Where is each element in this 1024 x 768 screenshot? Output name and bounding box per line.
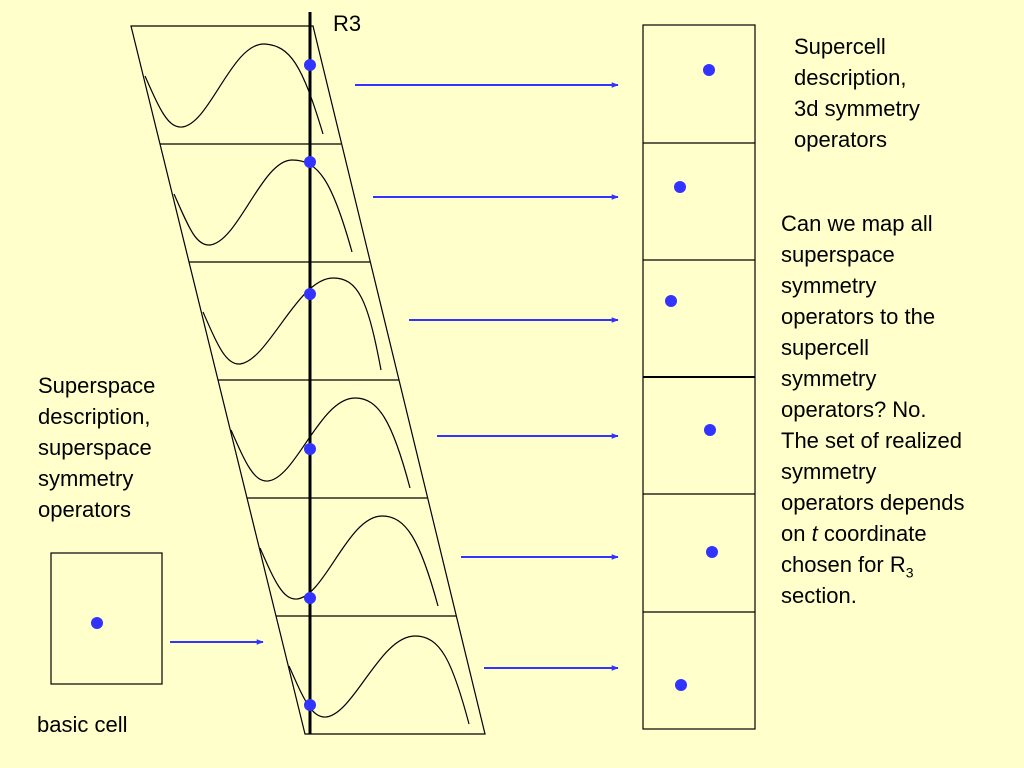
- superspace-line: superspace: [38, 435, 152, 460]
- wave-4: [230, 397, 411, 489]
- wave-2: [173, 159, 353, 253]
- supercell-atom-1: [703, 64, 715, 76]
- supercell-atom-3: [665, 295, 677, 307]
- supercell-line: operators: [794, 127, 887, 152]
- wave-1: [144, 43, 324, 135]
- r3-atom-1: [304, 59, 316, 71]
- supercell: [642, 24, 756, 730]
- r3-atom-4: [304, 443, 316, 455]
- question-chosen: chosen for R: [781, 552, 906, 577]
- projection-arrows: [170, 82, 619, 671]
- modulation-waves: [144, 43, 470, 725]
- supercell-atom-6: [675, 679, 687, 691]
- question-line-r3: chosen for R3: [781, 549, 964, 580]
- question-line: operators to the: [781, 304, 936, 329]
- r3-atom-2: [304, 156, 316, 168]
- superspace-line: Superspace: [38, 373, 156, 398]
- question-line: superspace: [781, 242, 895, 267]
- supercell-atoms: [665, 64, 718, 691]
- r3-atom-5: [304, 592, 316, 604]
- basic-cell-label: basic cell: [37, 712, 128, 737]
- basic-cell-box: [50, 552, 163, 685]
- basic-cell-atom: [91, 617, 103, 629]
- question-line: supercell: [781, 335, 870, 360]
- question-line-t: on t coordinate: [781, 518, 964, 549]
- wave-6: [288, 635, 470, 725]
- superspace-line: description,: [38, 404, 151, 429]
- superspace-line: symmetry: [38, 466, 134, 491]
- supercell-atom-2: [674, 181, 686, 193]
- wave-5: [259, 515, 439, 607]
- symmetry-question: Can we map all superspace symmetry opera…: [781, 208, 964, 611]
- supercell-line: 3d symmetry: [794, 96, 920, 121]
- question-on: on: [781, 521, 812, 546]
- supercell-description: Supercell description, 3d symmetry opera…: [794, 31, 920, 155]
- question-line: The set of realized: [781, 428, 962, 453]
- question-line: operators? No.: [781, 397, 927, 422]
- r3-label: R3: [333, 11, 362, 36]
- supercell-atom-5: [706, 546, 718, 558]
- superspace-line: operators: [38, 497, 131, 522]
- supercell-line: Supercell: [794, 34, 886, 59]
- supercell-atom-4: [704, 424, 716, 436]
- superspace-description: Superspace description, superspace symme…: [38, 370, 155, 525]
- wave-3: [202, 277, 382, 371]
- question-line: section.: [781, 583, 857, 608]
- strip-dividers: [160, 143, 456, 617]
- question-line: symmetry: [781, 273, 877, 298]
- r3-atoms: [304, 59, 316, 711]
- question-line: Can we map all: [781, 211, 933, 236]
- r3-atom-3: [304, 288, 316, 300]
- t-coordinate-symbol: t: [811, 521, 818, 546]
- question-line: operators depends: [781, 490, 965, 515]
- question-coordinate: coordinate: [817, 521, 927, 546]
- r3-subscript: 3: [905, 564, 914, 581]
- question-line: symmetry: [781, 459, 877, 484]
- r3-atom-6: [304, 699, 316, 711]
- question-line: symmetry: [781, 366, 877, 391]
- supercell-line: description,: [794, 65, 907, 90]
